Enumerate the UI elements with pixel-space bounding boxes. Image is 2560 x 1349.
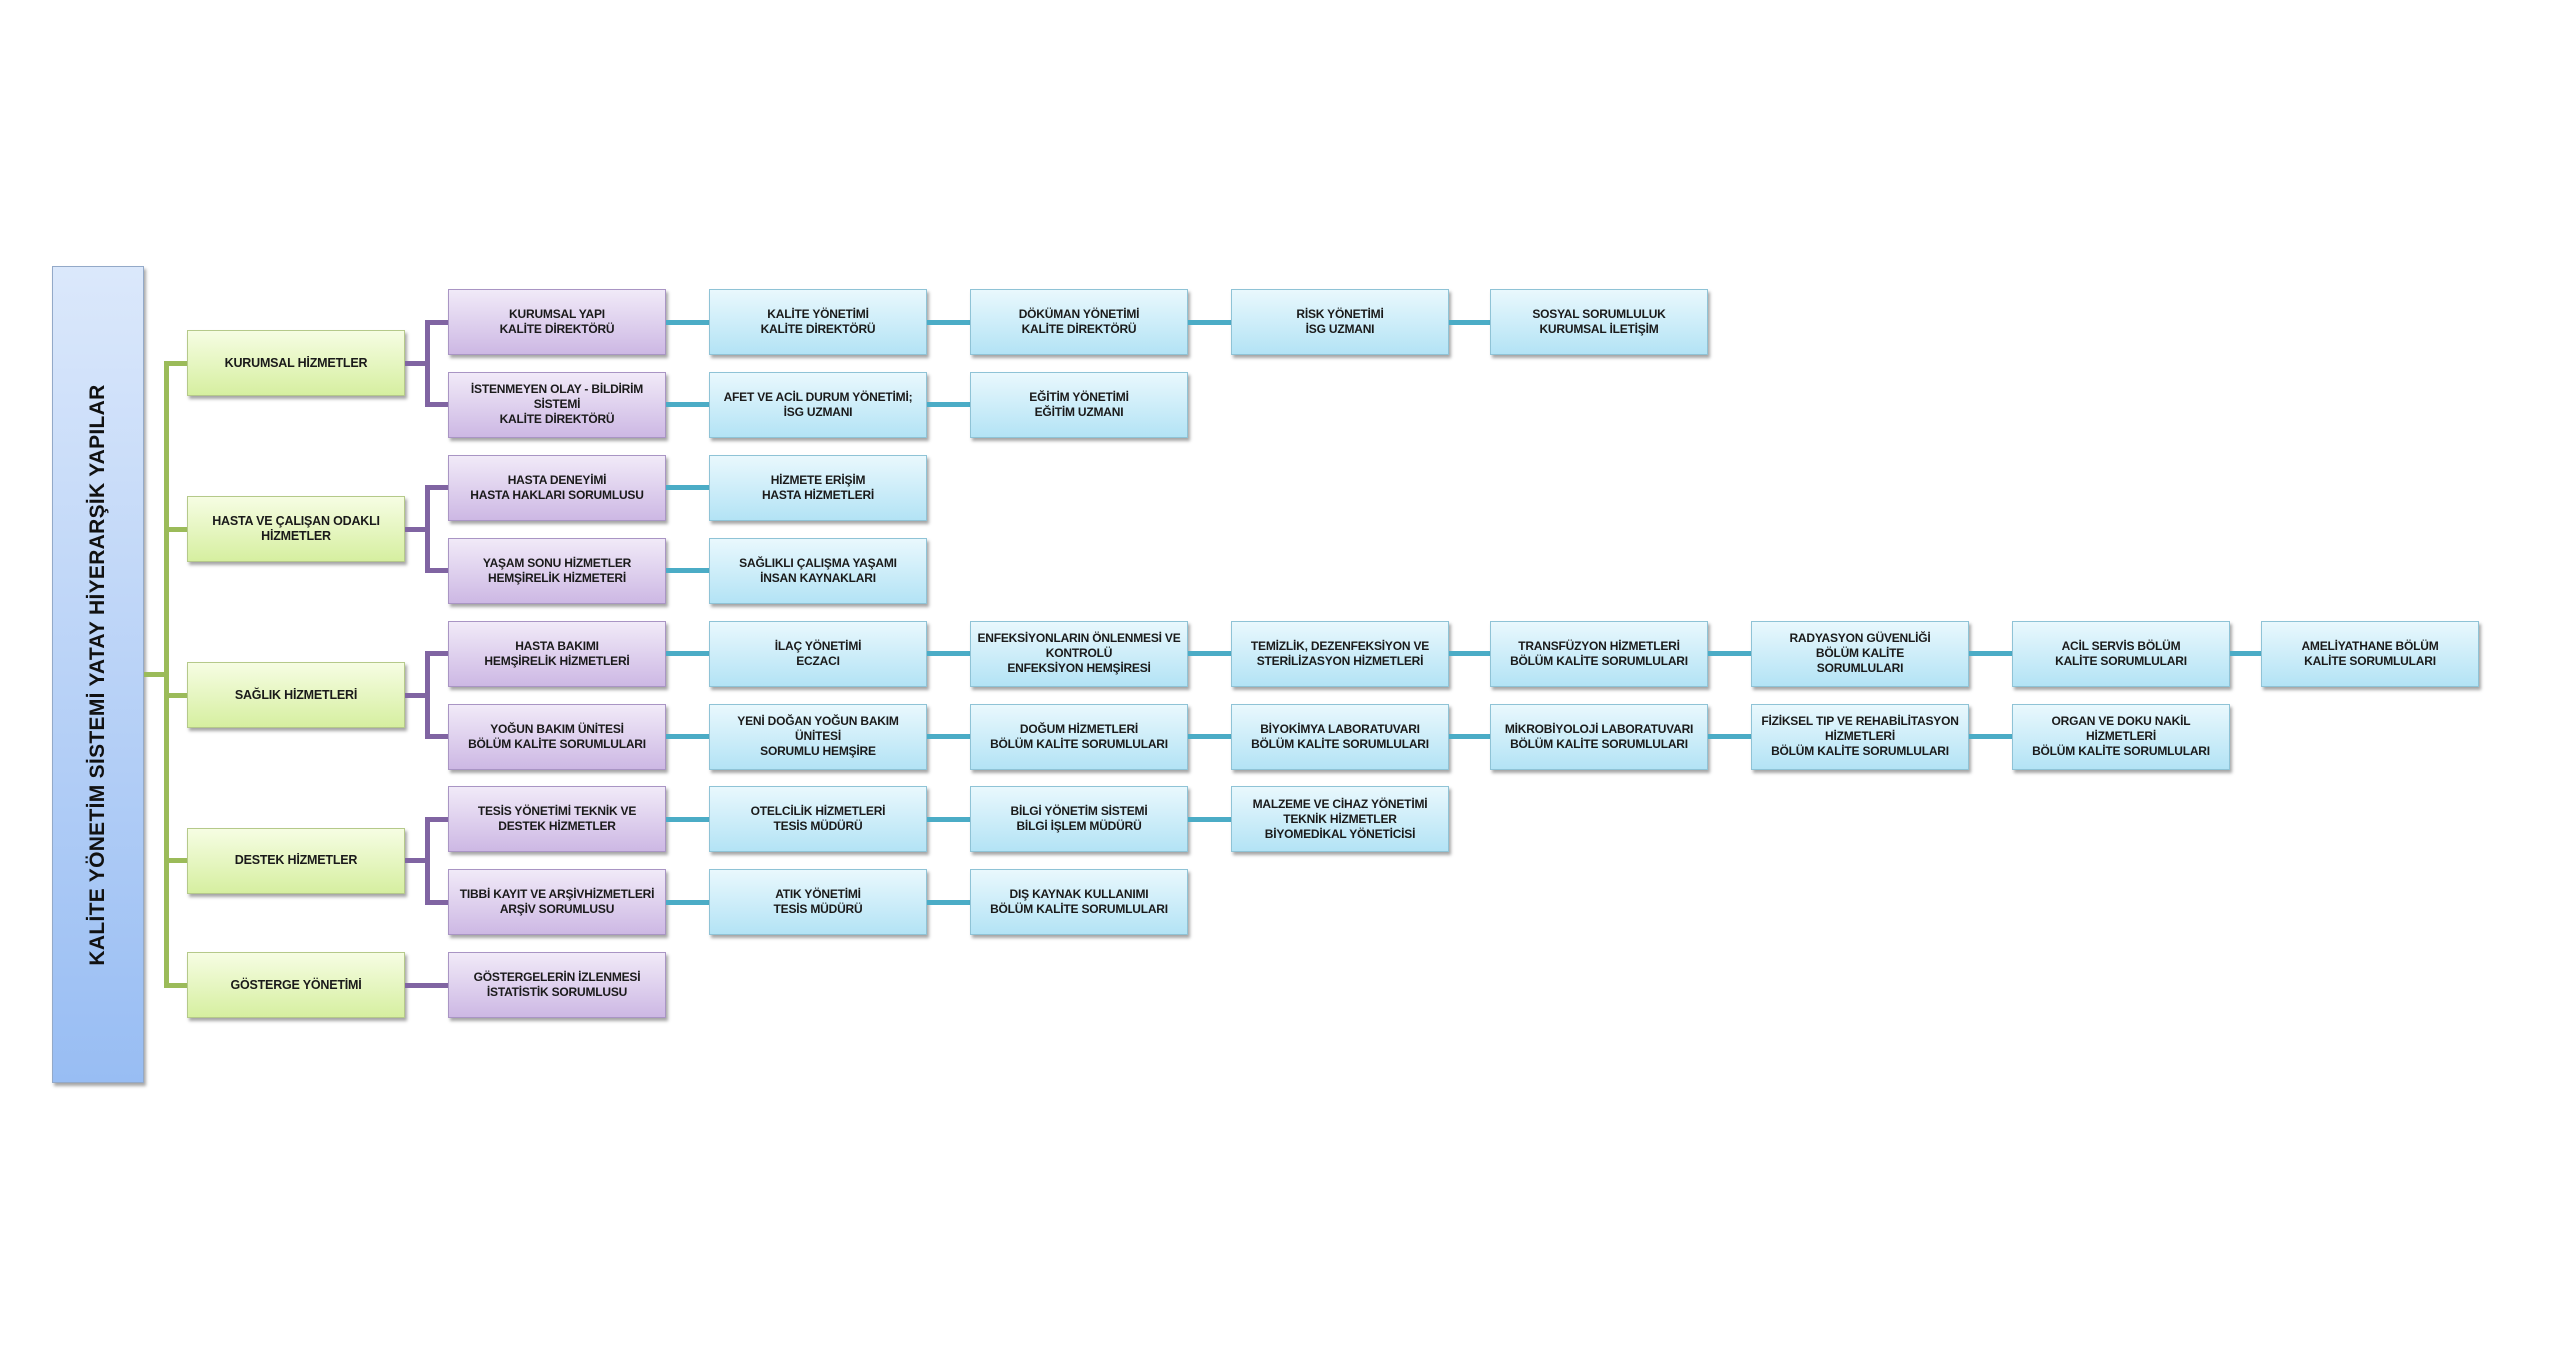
blue-connector (1188, 734, 1231, 739)
category-box: GÖSTERGE YÖNETİMİ (187, 952, 405, 1019)
responsibility-box: DÖKÜMAN YÖNETİMİ KALİTE DİREKTÖRÜ (970, 289, 1188, 355)
blue-connector (666, 568, 709, 574)
blue-connector (1969, 651, 2012, 657)
responsibility-box: YENİ DOĞAN YOĞUN BAKIM ÜNİTESİ SORUMLU H… (709, 703, 927, 770)
blue-connector (927, 651, 970, 657)
blue-connector (666, 319, 709, 325)
green-connector (166, 858, 187, 864)
blue-connector (927, 402, 970, 408)
responsibility-box: MİKROBİYOLOJİ LABORATUVARI BÖLÜM KALİTE … (1490, 703, 1708, 770)
responsibility-box: ENFEKSİYONLARIN ÖNLENMESİ VE KONTROLÜ EN… (970, 620, 1188, 687)
blue-connector (1708, 651, 1751, 657)
blue-connector (927, 734, 970, 739)
blue-connector (1188, 651, 1231, 657)
green-connector (144, 671, 166, 677)
category-box: KURUMSAL HİZMETLER (187, 330, 405, 397)
responsibility-box: DIŞ KAYNAK KULLANIMI BÖLÜM KALİTE SORUML… (970, 869, 1188, 936)
blue-connector (927, 816, 970, 822)
category-box: DESTEK HİZMETLER (187, 827, 405, 894)
purple-connector (424, 816, 430, 905)
blue-connector (666, 485, 709, 491)
blue-connector (666, 816, 709, 822)
responsibility-box: SOSYAL SORUMLULUK KURUMSAL İLETİŞİM (1490, 289, 1708, 355)
category-box: HASTA VE ÇALIŞAN ODAKLI HİZMETLER (187, 496, 405, 563)
green-connector (166, 982, 187, 988)
responsibility-box: TEMİZLİK, DEZENFEKSİYON VE STERİLİZASYON… (1231, 620, 1449, 687)
purple-connector (405, 692, 427, 698)
purple-connector (427, 651, 448, 657)
responsibility-box: İLAÇ YÖNETİMİ ECZACI (709, 620, 927, 687)
responsibility-box: KALİTE YÖNETİMİ KALİTE DİREKTÖRÜ (709, 289, 927, 355)
responsibility-box: BİLGİ YÖNETİM SİSTEMİ BİLGİ İŞLEM MÜDÜRÜ (970, 786, 1188, 853)
sub-area-box: TESİS YÖNETİMİ TEKNİK VE DESTEK HİZMETLE… (448, 786, 666, 853)
purple-connector (427, 485, 448, 491)
green-connector (163, 360, 169, 988)
sub-area-box: KURUMSAL YAPI KALİTE DİREKTÖRÜ (448, 289, 666, 355)
blue-connector (1708, 734, 1751, 739)
purple-connector (405, 982, 427, 988)
sub-area-box: TIBBİ KAYIT VE ARŞİVHİZMETLERİ ARŞİV SOR… (448, 869, 666, 936)
responsibility-box: RİSK YÖNETİMİ İSG UZMANI (1231, 289, 1449, 355)
purple-connector (405, 360, 427, 366)
purple-connector (424, 485, 430, 574)
purple-connector (427, 568, 448, 574)
root-title-box: KALİTE YÖNETİM SİSTEMİ YATAY HİYERARŞİK … (52, 266, 144, 1083)
responsibility-box: EĞİTİM YÖNETİMİ EĞİTİM UZMANI (970, 371, 1188, 438)
responsibility-box: DOĞUM HİZMETLERİ BÖLÜM KALİTE SORUMLULAR… (970, 703, 1188, 770)
responsibility-box: BİYOKİMYA LABORATUVARI BÖLÜM KALİTE SORU… (1231, 703, 1449, 770)
blue-connector (2230, 651, 2261, 657)
purple-connector (427, 982, 448, 988)
blue-connector (666, 651, 709, 657)
root-title: KALİTE YÖNETİM SİSTEMİ YATAY HİYERARŞİK … (86, 383, 109, 966)
blue-connector (666, 402, 709, 408)
purple-connector (427, 734, 448, 739)
purple-connector (427, 319, 448, 325)
responsibility-box: AFET VE ACİL DURUM YÖNETİMİ; İSG UZMANI (709, 371, 927, 438)
category-box: SAĞLIK HİZMETLERİ (187, 662, 405, 729)
blue-connector (1188, 816, 1231, 822)
responsibility-box: TRANSFÜZYON HİZMETLERİ BÖLÜM KALİTE SORU… (1490, 620, 1708, 687)
blue-connector (1449, 319, 1490, 325)
green-connector (166, 360, 187, 366)
green-connector (166, 526, 187, 532)
responsibility-box: HİZMETE ERİŞİM HASTA HİZMETLERİ (709, 454, 927, 521)
blue-connector (666, 734, 709, 739)
responsibility-box: RADYASYON GÜVENLİĞİ BÖLÜM KALİTE SORUMLU… (1751, 620, 1969, 687)
sub-area-box: YOĞUN BAKIM ÜNİTESİ BÖLÜM KALİTE SORUMLU… (448, 703, 666, 770)
responsibility-box: AMELİYATHANE BÖLÜM KALİTE SORUMLULARI (2261, 620, 2479, 687)
blue-connector (1449, 734, 1490, 739)
blue-connector (1188, 319, 1231, 325)
responsibility-box: MALZEME VE CİHAZ YÖNETİMİ TEKNİK HİZMETL… (1231, 786, 1449, 853)
responsibility-box: ORGAN VE DOKU NAKİL HİZMETLERİ BÖLÜM KAL… (2012, 703, 2230, 770)
responsibility-box: SAĞLIKLI ÇALIŞMA YAŞAMI İNSAN KAYNAKLARI (709, 537, 927, 604)
purple-connector (427, 402, 448, 408)
blue-connector (1969, 734, 2012, 739)
purple-connector (427, 816, 448, 822)
responsibility-box: ATIK YÖNETİMİ TESİS MÜDÜRÜ (709, 869, 927, 936)
blue-connector (666, 899, 709, 905)
sub-area-box: HASTA BAKIMI HEMŞİRELİK HİZMETLERİ (448, 620, 666, 687)
purple-connector (405, 858, 427, 864)
blue-connector (927, 319, 970, 325)
purple-connector (427, 899, 448, 905)
sub-area-box: GÖSTERGELERİN İZLENMESİ İSTATİSTİK SORUM… (448, 952, 666, 1019)
purple-connector (424, 651, 430, 739)
blue-connector (1449, 651, 1490, 657)
responsibility-box: FİZİKSEL TIP VE REHABİLİTASYON HİZMETLER… (1751, 703, 1969, 770)
blue-connector (927, 899, 970, 905)
sub-area-box: HASTA DENEYİMİ HASTA HAKLARI SORUMLUSU (448, 454, 666, 521)
responsibility-box: ACİL SERVİS BÖLÜM KALİTE SORUMLULARI (2012, 620, 2230, 687)
purple-connector (424, 319, 430, 408)
purple-connector (405, 526, 427, 532)
sub-area-box: İSTENMEYEN OLAY - BİLDİRİM SİSTEMİ KALİT… (448, 371, 666, 438)
green-connector (166, 692, 187, 698)
sub-area-box: YAŞAM SONU HİZMETLER HEMŞİRELİK HİZMETER… (448, 537, 666, 604)
responsibility-box: OTELCİLİK HİZMETLERİ TESİS MÜDÜRÜ (709, 786, 927, 853)
